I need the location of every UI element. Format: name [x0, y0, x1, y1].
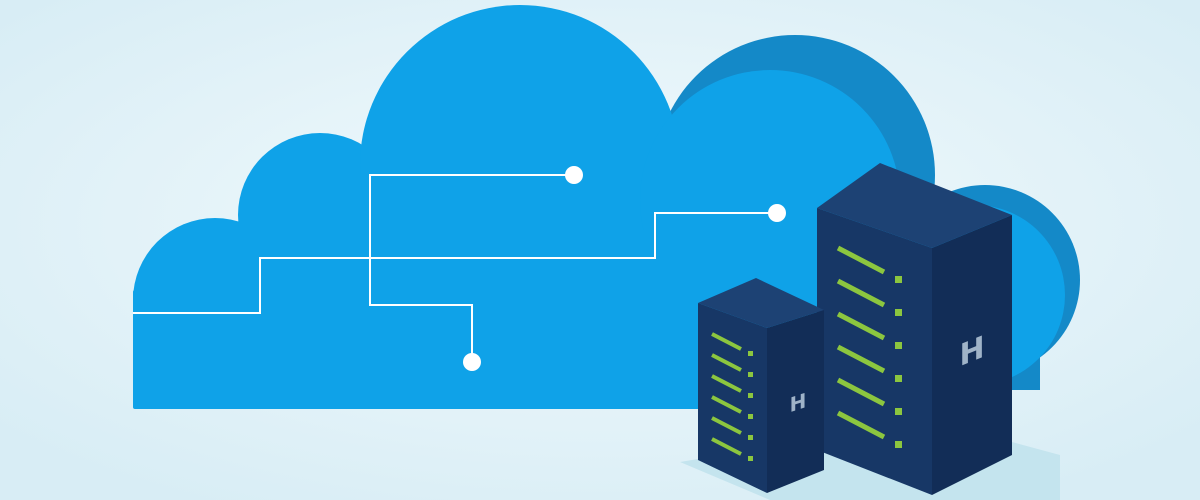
- indicator-light: [748, 351, 753, 356]
- circuit-line-2: [369, 174, 574, 362]
- indicator-light: [748, 372, 753, 377]
- indicator-bar: [836, 311, 886, 341]
- indicator-bar: [836, 278, 886, 308]
- indicator-light: [895, 408, 902, 415]
- indicator-light: [748, 456, 753, 461]
- circuit-node-icon: [463, 353, 481, 371]
- indicator-light: [748, 414, 753, 419]
- indicator-light: [895, 342, 902, 349]
- small-server-icon: H: [698, 278, 824, 493]
- indicator-bar: [711, 332, 742, 351]
- circuit-node-icon: [565, 166, 583, 184]
- circuit-lines: [133, 174, 777, 362]
- indicator-bar: [711, 437, 742, 456]
- indicator-bar: [836, 410, 886, 440]
- large-server-icon: H: [817, 163, 1012, 495]
- indicator-bar: [836, 245, 886, 275]
- indicator-bar: [711, 395, 742, 414]
- indicator-light: [895, 309, 902, 316]
- indicator-light: [895, 375, 902, 382]
- indicator-bar: [711, 353, 742, 372]
- indicator-bar: [836, 344, 886, 374]
- server-logo: H: [790, 388, 807, 417]
- circuit-line-1: [133, 212, 777, 314]
- indicator-light: [748, 393, 753, 398]
- circuit-node-icon: [768, 204, 786, 222]
- indicator-light: [748, 435, 753, 440]
- indicator-bar: [836, 377, 886, 407]
- indicator-light: [895, 276, 902, 283]
- indicator-light: [895, 441, 902, 448]
- indicator-bar: [711, 374, 742, 393]
- indicator-bar: [711, 416, 742, 435]
